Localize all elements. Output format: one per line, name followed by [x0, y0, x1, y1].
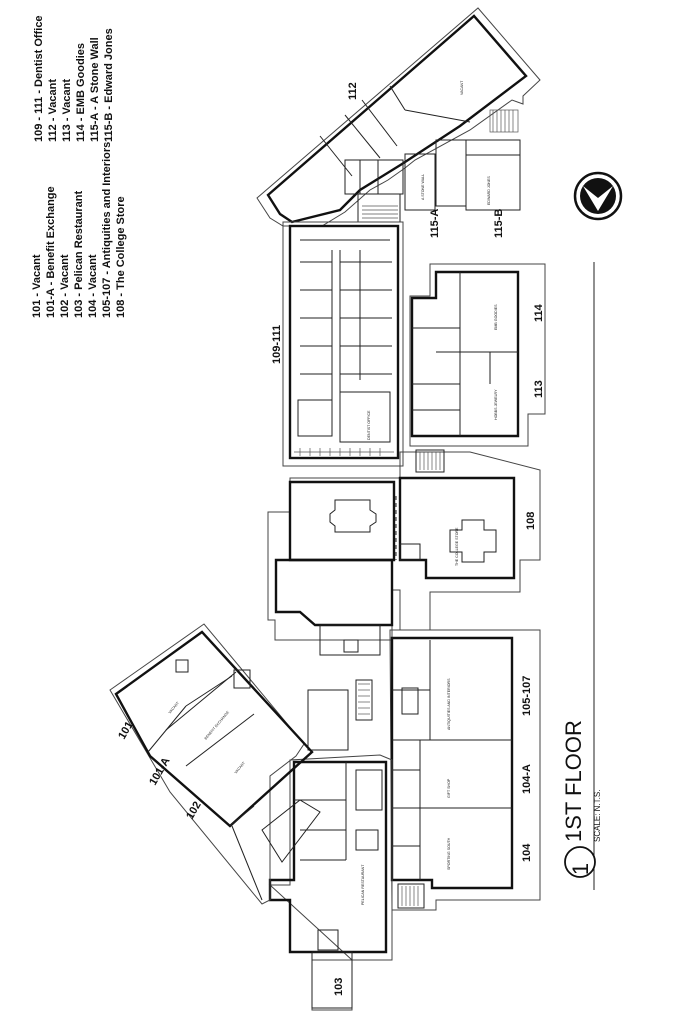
unit-number: 113	[533, 380, 545, 398]
room-label: EDWARD JONES	[487, 176, 491, 205]
unit-number: 104	[521, 843, 533, 862]
legend-item: 112 - Vacant	[47, 79, 59, 142]
room-label: VACANT	[168, 700, 181, 714]
legend-item: 114 - EMB Goodies	[75, 43, 87, 142]
legend-item: 101-A - Benefit Exchange	[45, 186, 57, 318]
legend-item: 115-A - A Stone Wall	[89, 37, 101, 142]
unit-104-107: ANTIQUITIES AND INTERIORS GIFT SHOP SPOR…	[389, 629, 541, 911]
unit-number: 112	[347, 82, 359, 100]
unit-109-111: DENTIST OFFICE	[282, 221, 404, 467]
room-label: SPORTING SOUTH	[447, 837, 451, 870]
unit-number: 108	[525, 512, 537, 530]
unit-number: 115-B	[493, 209, 505, 238]
room-label: GIFT SHOP	[447, 778, 451, 798]
unit-number: 114	[533, 303, 545, 322]
unit-number: 103	[333, 978, 345, 996]
room-label: DENTIST OFFICE	[367, 410, 371, 440]
legend-left: 101 - Vacant 101-A - Benefit Exchange 10…	[31, 142, 127, 318]
legend-item: 103 - Pelican Restaurant	[73, 190, 85, 318]
unit-108: THE COLLEGE STORE	[267, 449, 541, 656]
scale-note: SCALE: N.T.S.	[593, 790, 602, 842]
unit-number: 104-A	[521, 764, 533, 794]
room-label: VACANT	[460, 80, 464, 95]
unit-103: PELICAN RESTAURANT	[268, 679, 393, 1011]
legend-item: 109 - 111 - Dentist Office	[33, 15, 45, 142]
legend-item: 104 - Vacant	[87, 254, 99, 318]
unit-113-114: EMB GOODIES HOBBS JEWELRY	[409, 263, 546, 447]
room-label: ANTIQUITIES AND INTERIORS	[447, 678, 451, 730]
legend-item: 105-107 - Antiquities and Interiors	[101, 142, 113, 318]
unit-number: 105-107	[521, 676, 533, 716]
room-label: THE COLLEGE STORE	[455, 527, 459, 566]
north-arrow-icon	[573, 171, 623, 221]
wing-101-102: VACANT BENEFIT EXCHANGE VACANT	[109, 623, 321, 905]
legend-item: 108 - The College Store	[115, 196, 127, 318]
page-title: 1ST FLOOR	[561, 720, 586, 842]
legend-item: 102 - Vacant	[59, 254, 71, 318]
title-block: 1 1ST FLOOR SCALE: N.T.S.	[561, 720, 602, 878]
legend-right: 109 - 111 - Dentist Office 112 - Vacant …	[33, 15, 115, 142]
room-label: HOBBS JEWELRY	[494, 389, 498, 420]
legend-item: 113 - Vacant	[61, 79, 73, 142]
room-label: BENEFIT EXCHANGE	[204, 710, 231, 741]
wing-112: VACANT A STONE WALL EDWARD JONES	[256, 7, 541, 227]
room-label: PELICAN RESTAURANT	[361, 864, 365, 905]
room-label: EMB GOODIES	[494, 304, 498, 330]
legend-item: 115-B - Edward Jones	[103, 28, 115, 142]
unit-numbers: 112 115-A 115-B 109-111 114 113 108 105-…	[116, 82, 545, 996]
legend-item: 101 - Vacant	[31, 254, 43, 318]
unit-number: 102	[184, 800, 204, 822]
unit-number: 115-A	[429, 209, 441, 238]
room-label: A STONE WALL	[421, 174, 425, 200]
unit-number: 109-111	[271, 325, 283, 364]
room-label: VACANT	[234, 760, 247, 774]
drawing-number: 1	[568, 863, 593, 875]
